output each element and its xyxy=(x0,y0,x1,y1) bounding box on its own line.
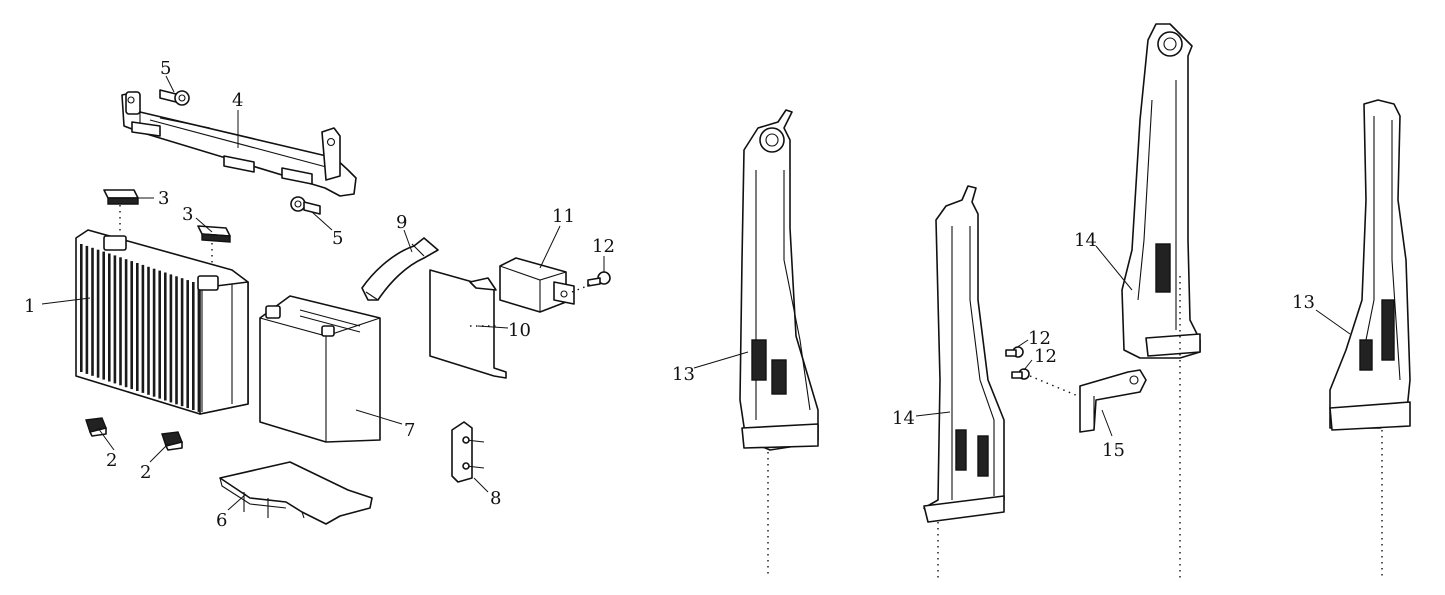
part-4-mounting-bracket xyxy=(121,91,357,197)
callout-2: 2 xyxy=(106,450,117,471)
part-12-bolt-upper xyxy=(1005,346,1024,358)
callout-10: 10 xyxy=(508,320,531,341)
callout-12: 12 xyxy=(1028,328,1051,349)
callout-3: 3 xyxy=(158,188,169,209)
part-5-bolt-upper xyxy=(159,89,190,106)
heat-sink-fin xyxy=(158,270,161,399)
part-2-grommet-right xyxy=(161,431,183,451)
callout-8: 8 xyxy=(490,488,501,509)
heat-sink-fin xyxy=(169,274,173,403)
heat-sink-fin xyxy=(192,282,195,410)
part-5-bolt-lower xyxy=(290,196,321,215)
heat-sink-fin xyxy=(180,278,184,407)
heat-sink-fin xyxy=(141,264,145,393)
part-2-grommet-left xyxy=(85,417,107,437)
part-9-strap xyxy=(361,237,439,301)
part-3-pad-right xyxy=(197,225,231,243)
callout-12: 12 xyxy=(1034,346,1057,367)
heat-sink-fin xyxy=(113,255,117,384)
callout-2: 2 xyxy=(140,462,151,483)
heat-sink-fin xyxy=(164,272,167,401)
callout-12: 12 xyxy=(592,236,615,257)
heat-sink-fin xyxy=(96,249,100,378)
callout-3: 3 xyxy=(182,204,193,225)
leader-lines xyxy=(41,75,1351,511)
part-6-battery-tray xyxy=(219,461,373,525)
part-15-bracket xyxy=(1079,369,1147,433)
callout-11: 11 xyxy=(552,206,575,227)
callout-6: 6 xyxy=(216,510,227,531)
part-7-battery xyxy=(259,295,381,443)
callout-14: 14 xyxy=(1074,230,1097,251)
part-8-stud-plate xyxy=(451,421,485,483)
heat-sink-fin xyxy=(85,245,89,374)
callout-1: 1 xyxy=(24,296,35,317)
part-1-finned-module xyxy=(75,229,249,415)
part-14-rail-center xyxy=(923,185,1005,523)
part-12-bolt-relay xyxy=(587,271,611,287)
heat-sink-fin xyxy=(102,251,105,380)
part-13-rail-right xyxy=(1329,99,1411,431)
part-10-cover-plate xyxy=(429,269,507,379)
heat-sink-fin xyxy=(136,263,139,391)
part-13-rail-left xyxy=(739,109,819,451)
callout-9: 9 xyxy=(396,212,407,233)
callout-labels: 1 2 2 3 3 4 5 5 6 7 8 9 10 11 12 12 12 1… xyxy=(24,58,1315,531)
callout-7: 7 xyxy=(404,420,415,441)
part-11-relay-box xyxy=(499,257,575,313)
callout-5: 5 xyxy=(332,228,343,249)
heat-sink-fin xyxy=(197,283,201,412)
part-3-pad-left xyxy=(103,189,139,205)
callout-14: 14 xyxy=(892,408,915,429)
callout-4: 4 xyxy=(232,90,243,111)
callout-15: 15 xyxy=(1102,440,1125,461)
heat-sink-fin xyxy=(147,266,150,395)
heat-sink-fin xyxy=(175,276,178,405)
heat-sink-fin xyxy=(119,257,122,386)
heat-sink-fin xyxy=(91,247,94,376)
part-14-rail-tall xyxy=(1121,23,1201,359)
heat-sink-fin xyxy=(152,268,156,397)
heat-sink-fin xyxy=(108,253,111,382)
callout-13: 13 xyxy=(672,364,695,385)
part-12-bolt-lower xyxy=(1011,368,1030,380)
callout-13: 13 xyxy=(1292,292,1315,313)
heat-sink-fin xyxy=(124,259,128,388)
heat-sink-fin xyxy=(130,261,133,390)
heat-sink-fin xyxy=(80,244,83,372)
heat-sink-fin xyxy=(186,280,189,409)
callout-5: 5 xyxy=(160,58,171,79)
